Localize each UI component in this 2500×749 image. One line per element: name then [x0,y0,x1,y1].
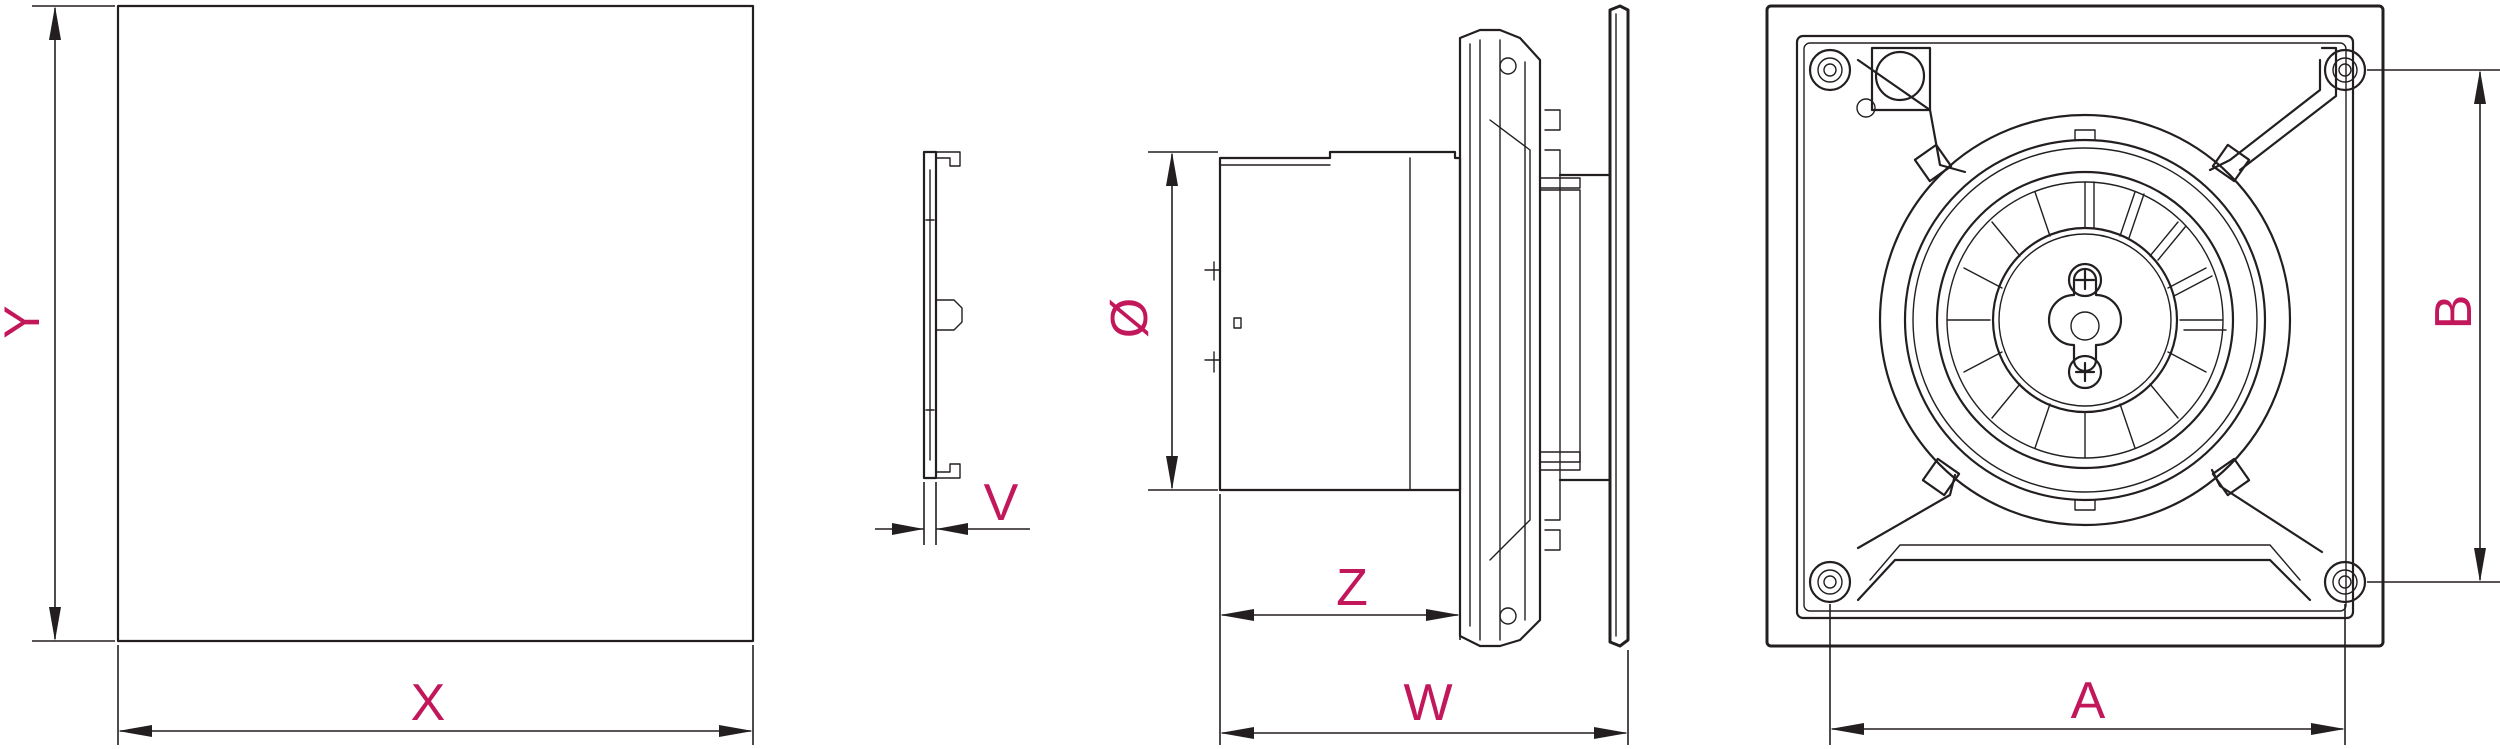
front-panel-view: Y X [0,4,755,745]
dimension-z: Z [1219,494,1461,745]
hub-screw-top [2067,262,2103,298]
dimension-w: W [1220,650,1629,745]
dimension-label-w: W [1403,674,1452,732]
dimension-label-diameter: Ø [1101,298,1159,338]
impeller [1947,181,2227,459]
hub-screw-bottom [2067,354,2103,390]
dimension-label-a: A [2071,672,2106,730]
dimension-label-x: X [411,674,446,732]
dimension-label-y: Y [0,305,50,338]
housing-flange [1458,28,1542,648]
mounting-hole-top-left [1808,48,1852,92]
mounting-hole-top-right [2323,48,2367,92]
mounting-hole-bottom-right [2323,560,2367,604]
cable-entry [1856,46,1932,118]
rear-housing-outline [1765,4,2385,648]
front-panel-outline [116,4,755,643]
front-cover-plate [1608,4,1630,648]
dimension-diameter: Ø [1101,151,1218,491]
dimension-label-z: Z [1336,559,1368,617]
dimension-label-v: V [984,474,1019,532]
dimension-a: A [1829,604,2346,745]
dimension-label-b: B [2425,295,2483,330]
panel-side-view: V [875,150,1030,545]
dimension-y: Y [0,5,115,642]
dimension-v: V [875,474,1030,545]
duct-spigot [1218,150,1462,492]
fan-side-view: Ø Z W [1101,4,1630,745]
dimension-b: B [2367,69,2500,583]
mounting-hole-bottom-left [1808,560,1852,604]
fan-rear-view: B A [1765,4,2500,745]
dimension-x: X [117,645,754,745]
